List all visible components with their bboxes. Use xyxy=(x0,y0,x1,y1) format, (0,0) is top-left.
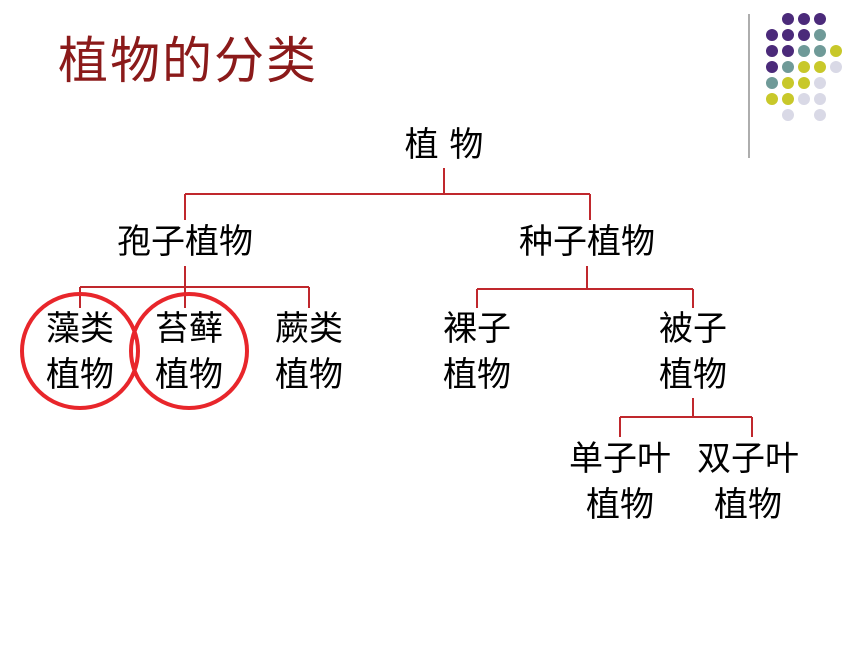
node-angio-line1: 被子 xyxy=(659,309,727,349)
decorative-dot xyxy=(766,77,778,89)
decorative-dot xyxy=(766,45,778,57)
decorative-dot xyxy=(814,93,826,105)
node-mono-line1: 单子叶 xyxy=(569,439,671,479)
page-title: 植物的分类 xyxy=(58,32,318,90)
decorative-dot xyxy=(766,29,778,41)
node-dicot-line1: 双子叶 xyxy=(697,439,799,479)
node-gymno-line1: 裸子 xyxy=(443,309,511,349)
node-plants: 植 物 xyxy=(394,122,494,168)
decorative-dot xyxy=(814,29,826,41)
node-fern-line2: 植物 xyxy=(275,355,343,395)
node-gymnosperms: 裸子 植物 xyxy=(437,306,517,398)
node-dicot-line2: 植物 xyxy=(714,485,782,525)
node-moss: 苔藓 植物 xyxy=(149,306,229,398)
node-algae-line1: 藻类 xyxy=(46,309,114,349)
node-gymno-line2: 植物 xyxy=(443,355,511,395)
node-seed-plants: 种子植物 xyxy=(507,219,667,265)
decorative-dot xyxy=(798,13,810,25)
decorative-dot xyxy=(798,93,810,105)
decorative-dot xyxy=(830,45,842,57)
decorative-dot xyxy=(782,13,794,25)
highlight-circle-algae xyxy=(20,292,140,410)
decorative-dot xyxy=(814,61,826,73)
decorative-dot xyxy=(798,29,810,41)
decorative-dot xyxy=(814,45,826,57)
decorative-dot xyxy=(814,109,826,121)
decorative-dot xyxy=(798,45,810,57)
decorative-dot xyxy=(782,109,794,121)
node-algae-line2: 植物 xyxy=(46,355,114,395)
node-spore-plants: 孢子植物 xyxy=(105,219,265,265)
node-plants-label: 植 物 xyxy=(404,125,484,165)
decorative-dot xyxy=(766,61,778,73)
highlight-circle-moss xyxy=(129,292,249,410)
node-monocots: 单子叶 植物 xyxy=(560,436,680,528)
decorative-dot xyxy=(798,61,810,73)
decorative-dot xyxy=(766,93,778,105)
decorative-dot xyxy=(782,61,794,73)
node-fern: 蕨类 植物 xyxy=(269,306,349,398)
decorative-dot xyxy=(814,13,826,25)
node-mono-line2: 植物 xyxy=(586,485,654,525)
node-dicots: 双子叶 植物 xyxy=(688,436,808,528)
node-angiosperms: 被子 植物 xyxy=(653,306,733,398)
node-moss-line2: 植物 xyxy=(155,355,223,395)
decorative-dot xyxy=(782,77,794,89)
decorative-dot xyxy=(798,77,810,89)
decorative-dot xyxy=(782,29,794,41)
node-spore-label: 孢子植物 xyxy=(117,222,253,262)
node-angio-line2: 植物 xyxy=(659,355,727,395)
node-seed-label: 种子植物 xyxy=(519,222,655,262)
decorative-dot xyxy=(830,61,842,73)
decorative-dot xyxy=(782,93,794,105)
decorative-dot xyxy=(814,77,826,89)
node-algae: 藻类 植物 xyxy=(40,306,120,398)
node-fern-line1: 蕨类 xyxy=(275,309,343,349)
decorative-dot xyxy=(782,45,794,57)
node-moss-line1: 苔藓 xyxy=(155,309,223,349)
